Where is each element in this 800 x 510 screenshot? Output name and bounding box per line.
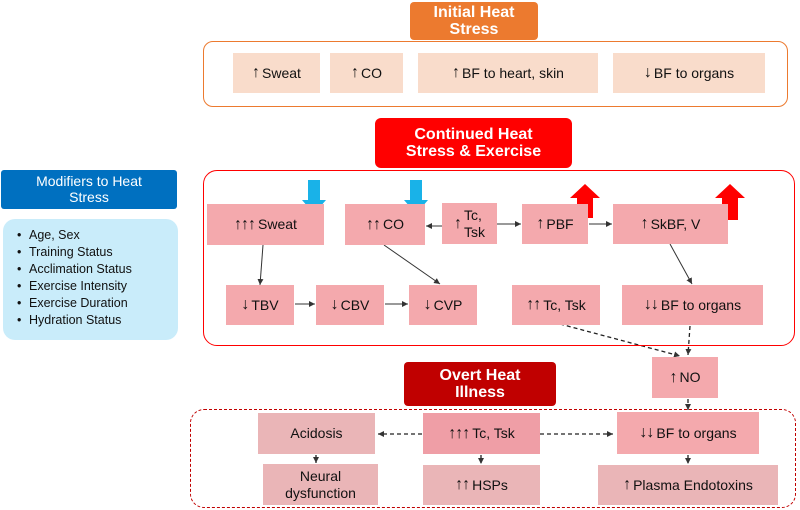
overt-acidosis-box: Acidosis — [258, 413, 375, 454]
arrow-co-cvp — [383, 244, 441, 285]
continued-cvp-box: ↓CVP — [409, 285, 477, 325]
continued-tc-tsk-box: ↑Tc, Tsk — [442, 203, 497, 244]
continued-sweat-box: ↑↑↑Sweat — [207, 204, 324, 245]
continued-cbv-box: ↓CBV — [316, 285, 384, 325]
initial-sweat-box: ↑Sweat — [233, 53, 320, 93]
initial-bf-organs-box: ↓BF to organs — [613, 53, 765, 93]
modifier-item: Training Status — [17, 244, 178, 261]
arrow-sweat-tbv — [257, 244, 264, 286]
continued-pbf-box: ↑PBF — [522, 204, 588, 244]
modifier-item: Acclimation Status — [17, 261, 178, 278]
modifier-item: Age, Sex — [17, 227, 178, 244]
arrow-skbf-bforgans — [669, 243, 693, 285]
overt-plasma-endotoxins-box: ↑Plasma Endotoxins — [598, 465, 778, 505]
overt-bf-organs-box: ↓↓BF to organs — [617, 412, 759, 454]
continued-section-frame — [203, 170, 795, 346]
arrow-bforgans-no — [685, 325, 692, 356]
overt-hsps-box: ↑↑HSPs — [423, 465, 540, 505]
modifier-item: Exercise Duration — [17, 295, 178, 312]
initial-heat-stress-header: Initial Heat Stress — [410, 2, 538, 40]
modifier-item: Hydration Status — [17, 312, 178, 329]
continued-tc-tsk-2-box: ↑↑Tc, Tsk — [512, 285, 600, 325]
initial-bf-heart-skin-box: ↑BF to heart, skin — [418, 53, 598, 93]
modifiers-list-panel: Age, Sex Training Status Acclimation Sta… — [3, 219, 178, 340]
continued-heat-stress-header: Continued Heat Stress & Exercise — [375, 118, 572, 168]
modifiers-list: Age, Sex Training Status Acclimation Sta… — [3, 227, 178, 329]
initial-co-box: ↑CO — [330, 53, 403, 93]
overt-section-frame — [190, 409, 796, 508]
overt-tc-tsk-box: ↑↑↑Tc, Tsk — [423, 413, 540, 454]
initial-section-frame — [203, 41, 788, 107]
continued-skbf-box: ↑SkBF, V — [613, 204, 728, 244]
overt-heat-illness-header: Overt Heat Illness — [404, 362, 556, 406]
modifiers-header: Modifiers to Heat Stress — [1, 170, 177, 209]
continued-co-box: ↑↑CO — [345, 204, 425, 245]
modifier-item: Exercise Intensity — [17, 278, 178, 295]
overt-neural-dysfunction-box: Neural dysfunction — [263, 464, 378, 505]
continued-tbv-box: ↓TBV — [226, 285, 294, 325]
continued-bf-organs-box: ↓↓BF to organs — [622, 285, 763, 325]
no-box: ↑NO — [652, 357, 718, 398]
